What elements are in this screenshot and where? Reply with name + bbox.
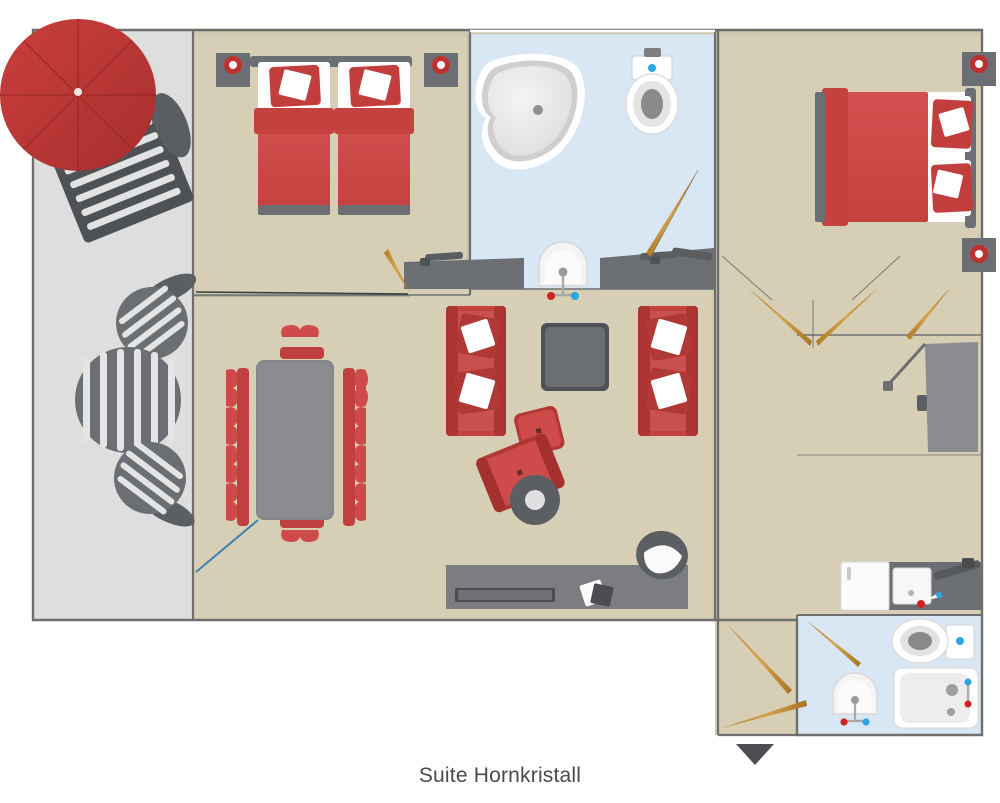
pillow	[929, 96, 974, 152]
desk-chair	[636, 530, 688, 580]
cushion	[645, 313, 693, 361]
parasol	[0, 19, 156, 171]
cushion	[453, 367, 501, 415]
toilet	[891, 618, 975, 664]
door-bathroom-second	[806, 620, 861, 667]
pillow	[344, 64, 404, 108]
cushion	[645, 367, 693, 415]
door-hall-guides	[721, 255, 901, 348]
door-hall-double-right	[816, 288, 878, 346]
dining-set	[226, 325, 368, 542]
vanity-counter	[404, 251, 524, 289]
pillow	[264, 64, 324, 108]
washbasin	[538, 241, 588, 300]
pillow	[929, 160, 974, 216]
coffee-table	[541, 323, 609, 391]
sofa	[638, 306, 698, 436]
floor-shading	[193, 30, 982, 38]
washbasin	[832, 672, 878, 726]
wardrobe	[883, 342, 978, 452]
shower-tray	[893, 667, 979, 729]
sofa	[446, 306, 506, 436]
terrace-chair	[114, 440, 195, 527]
page-title: Suite Hornkristall	[418, 764, 582, 787]
single-bed	[254, 62, 334, 215]
kitchen-sink	[892, 567, 942, 608]
doors	[195, 169, 950, 728]
nightstand	[962, 52, 996, 86]
cushion	[455, 313, 501, 359]
terrace-table	[75, 347, 181, 453]
bathtub	[475, 53, 585, 170]
nightstand	[216, 53, 250, 87]
door-bathroom-main	[646, 169, 699, 257]
toilet	[625, 48, 679, 135]
double-bed	[815, 88, 976, 228]
nightstand	[424, 53, 458, 87]
door-bedroom-double	[906, 288, 950, 340]
single-bed	[334, 62, 414, 215]
side-table	[510, 475, 560, 525]
door-terrace	[195, 519, 259, 573]
down-triangle-marker	[736, 744, 774, 765]
door-hall-lower	[722, 624, 807, 728]
nightstand	[962, 238, 996, 272]
terrace-chair	[116, 273, 197, 360]
door-bedroom-twin	[195, 249, 410, 295]
door-hall-double-left	[748, 288, 812, 346]
kitchenette	[840, 558, 983, 611]
